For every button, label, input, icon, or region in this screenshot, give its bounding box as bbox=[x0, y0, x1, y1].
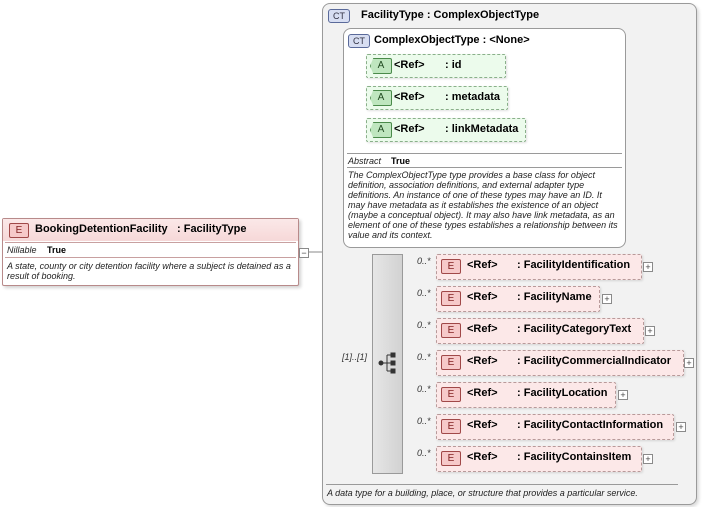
attribute-badge: A bbox=[370, 122, 392, 138]
abstract-label: Abstract bbox=[348, 156, 382, 166]
ct-badge: CT bbox=[328, 9, 350, 23]
attribute-name: : id bbox=[445, 59, 462, 71]
attribute-name: : metadata bbox=[445, 91, 501, 103]
complex-object-type-title: ComplexObjectType : <None> bbox=[374, 34, 530, 46]
footer-divider bbox=[326, 484, 678, 485]
element-ref: <Ref> bbox=[467, 387, 498, 399]
element-type: : FacilityType bbox=[177, 223, 247, 235]
element-facility-location[interactable]: E <Ref> : FacilityLocation bbox=[436, 382, 616, 408]
element-name: : FacilityContainsItem bbox=[517, 451, 632, 463]
expand-toggle[interactable]: + bbox=[684, 358, 694, 368]
element-ref: <Ref> bbox=[467, 451, 498, 463]
element-facility-commercial-indicator[interactable]: E <Ref> : FacilityCommercialIndicator bbox=[436, 350, 684, 376]
booking-detention-facility-element[interactable]: E BookingDetentionFacility : FacilityTyp… bbox=[2, 218, 299, 286]
element-facility-identification[interactable]: E <Ref> : FacilityIdentification bbox=[436, 254, 642, 280]
sequence-compositor[interactable] bbox=[372, 254, 403, 474]
facility-type-description: A data type for a building, place, or st… bbox=[327, 488, 638, 498]
element-facility-name[interactable]: E <Ref> : FacilityName bbox=[436, 286, 600, 312]
expand-toggle[interactable]: + bbox=[643, 454, 653, 464]
element-name: : FacilityContactInformation bbox=[517, 419, 664, 431]
attribute-ref: <Ref> bbox=[394, 91, 425, 103]
element-badge: E bbox=[441, 259, 461, 274]
element-name: : FacilityIdentification bbox=[517, 259, 631, 271]
element-ref: <Ref> bbox=[467, 355, 498, 367]
attribute-metadata[interactable]: A <Ref> : metadata bbox=[366, 86, 508, 110]
expand-toggle[interactable]: + bbox=[602, 294, 612, 304]
expand-toggle[interactable]: + bbox=[645, 326, 655, 336]
element-name: : FacilityCommercialIndicator bbox=[517, 355, 672, 367]
element-ref: <Ref> bbox=[467, 323, 498, 335]
header-divider bbox=[5, 242, 296, 243]
attribute-link-metadata[interactable]: A <Ref> : linkMetadata bbox=[366, 118, 526, 142]
abstract-value: True bbox=[391, 156, 411, 166]
element-ref: <Ref> bbox=[467, 259, 498, 271]
occurrence-label: 0..* bbox=[417, 288, 431, 298]
element-description: A state, county or city detention facili… bbox=[7, 261, 291, 281]
collapse-toggle[interactable]: − bbox=[299, 248, 309, 258]
element-facility-contact-information[interactable]: E <Ref> : FacilityContactInformation bbox=[436, 414, 674, 440]
sequence-occurrence: [1]..[1] bbox=[342, 352, 368, 362]
element-ref: <Ref> bbox=[467, 419, 498, 431]
attribute-id[interactable]: A <Ref> : id bbox=[366, 54, 506, 78]
attribute-badge: A bbox=[370, 58, 392, 74]
element-badge: E bbox=[441, 323, 461, 338]
nillable-label: Nillable bbox=[7, 245, 37, 255]
element-badge: E bbox=[441, 355, 461, 370]
expand-toggle[interactable]: + bbox=[676, 422, 686, 432]
element-badge: E bbox=[441, 451, 461, 466]
occurrence-label: 0..* bbox=[417, 448, 431, 458]
element-ref: <Ref> bbox=[467, 291, 498, 303]
facility-type-title: FacilityType : ComplexObjectType bbox=[361, 9, 540, 21]
element-facility-category-text[interactable]: E <Ref> : FacilityCategoryText bbox=[436, 318, 644, 344]
nillable-value: True bbox=[47, 245, 67, 255]
complex-object-type-description: The ComplexObjectType type provides a ba… bbox=[348, 170, 618, 240]
nillable-divider bbox=[5, 257, 296, 258]
attribute-name: : linkMetadata bbox=[445, 123, 519, 135]
attribute-ref: <Ref> bbox=[394, 59, 425, 71]
expand-toggle[interactable]: + bbox=[618, 390, 628, 400]
element-badge: E bbox=[9, 223, 29, 238]
occurrence-label: 0..* bbox=[417, 416, 431, 426]
occurrence-label: 0..* bbox=[417, 256, 431, 266]
attribute-ref: <Ref> bbox=[394, 123, 425, 135]
element-name: : FacilityLocation bbox=[517, 387, 608, 399]
element-badge: E bbox=[441, 419, 461, 434]
occurrence-label: 0..* bbox=[417, 352, 431, 362]
sequence-icon bbox=[378, 352, 396, 374]
expand-toggle[interactable]: + bbox=[643, 262, 653, 272]
occurrence-label: 0..* bbox=[417, 320, 431, 330]
attribute-badge: A bbox=[370, 90, 392, 106]
element-facility-contains-item[interactable]: E <Ref> : FacilityContainsItem bbox=[436, 446, 642, 472]
element-name: : FacilityCategoryText bbox=[517, 323, 632, 335]
element-name: BookingDetentionFacility bbox=[35, 223, 168, 235]
element-badge: E bbox=[441, 387, 461, 402]
ct-badge-inner: CT bbox=[348, 34, 370, 48]
abstract-divider bbox=[347, 167, 622, 168]
element-name: : FacilityName bbox=[517, 291, 592, 303]
element-badge: E bbox=[441, 291, 461, 306]
attributes-divider bbox=[347, 153, 622, 154]
element-header bbox=[3, 219, 298, 241]
occurrence-label: 0..* bbox=[417, 384, 431, 394]
